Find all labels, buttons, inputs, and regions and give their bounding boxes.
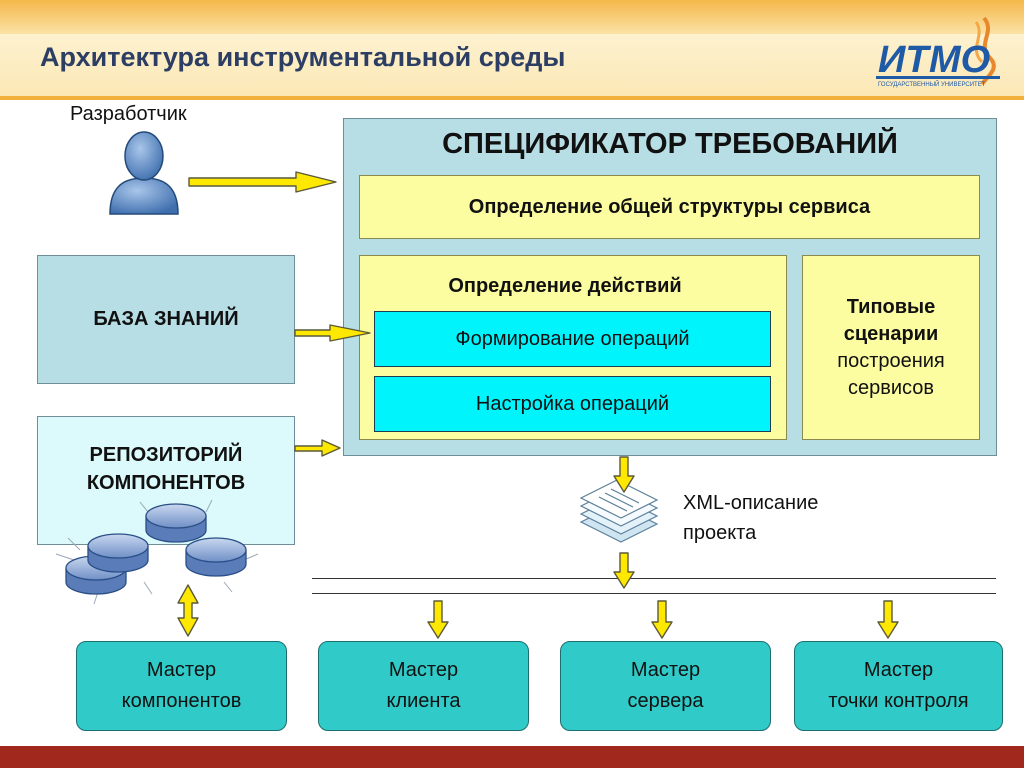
master-control-point-box: Мастер точки контроля bbox=[794, 641, 1003, 731]
logo-subtext: ГОСУДАРСТВЕННЫЙ УНИВЕРСИТЕТ bbox=[878, 80, 986, 88]
arrow-bus-client bbox=[427, 600, 449, 639]
actions-title: Определение действий bbox=[448, 274, 682, 297]
bottom-bar bbox=[0, 746, 1024, 768]
user-icon bbox=[109, 131, 179, 215]
xml-label-line-2: проекта bbox=[683, 522, 757, 544]
master-line-2: клиента bbox=[386, 690, 461, 712]
logo-text: ИТМО bbox=[878, 39, 990, 81]
master-components-box: Мастер компонентов bbox=[76, 641, 287, 731]
itmo-logo: ИТМО ГОСУДАРСТВЕННЫЙ УНИВЕРСИТЕТ bbox=[872, 14, 1007, 90]
spec-title: СПЕЦИФИКАТОР ТРЕБОВАНИЙ bbox=[442, 127, 898, 160]
bus-line-top bbox=[312, 578, 996, 579]
master-line-1: Мастер bbox=[388, 659, 459, 681]
arrow-repository bbox=[294, 439, 341, 457]
form-operations-box: Формирование операций bbox=[374, 311, 771, 367]
arrow-developer bbox=[188, 171, 337, 193]
master-line-1: Мастер bbox=[863, 659, 934, 681]
master-client-box: Мастер клиента bbox=[318, 641, 529, 731]
arrow-xml-to-bus bbox=[613, 552, 635, 589]
structure-box: Определение общей структуры сервиса bbox=[359, 175, 980, 239]
knowledge-base-box: БАЗА ЗНАНИЙ bbox=[37, 255, 295, 384]
xml-label-line-1: XML-описание bbox=[683, 492, 819, 514]
header-top-stripe bbox=[0, 0, 1024, 34]
arrow-bus-server bbox=[651, 600, 673, 639]
repository-line-1: РЕПОЗИТОРИЙ bbox=[89, 443, 243, 466]
master-server-box: Мастер сервера bbox=[560, 641, 771, 731]
database-disks-icon bbox=[55, 499, 259, 605]
developer-label: Разработчик bbox=[70, 103, 187, 125]
scenarios-line-3: построения bbox=[837, 349, 945, 372]
arrow-to-xml bbox=[613, 456, 635, 493]
master-line-2: точки контроля bbox=[828, 690, 969, 712]
tune-operations-box: Настройка операций bbox=[374, 376, 771, 432]
master-line-1: Мастер bbox=[146, 659, 217, 681]
bus-line-bottom bbox=[312, 593, 996, 594]
page-title: Архитектура инструментальной среды bbox=[40, 42, 566, 72]
master-line-1: Мастер bbox=[630, 659, 701, 681]
master-line-2: сервера bbox=[627, 690, 704, 712]
xml-description-label: XML-описание проекта bbox=[683, 488, 818, 548]
scenarios-box: Типовые сценарии построения сервисов bbox=[802, 255, 980, 440]
document-stack-icon bbox=[579, 479, 659, 543]
header-strip bbox=[0, 34, 1024, 96]
scenarios-line-2: сценарии bbox=[843, 322, 939, 345]
arrow-knowledge-base bbox=[294, 324, 371, 342]
arrow-bus-control bbox=[877, 600, 899, 639]
scenarios-line-4: сервисов bbox=[847, 376, 934, 399]
arrow-repo-components bbox=[177, 584, 199, 637]
scenarios-line-1: Типовые bbox=[846, 295, 936, 318]
header-divider bbox=[0, 96, 1024, 100]
repository-line-2: КОМПОНЕНТОВ bbox=[86, 471, 246, 494]
master-line-2: компонентов bbox=[121, 690, 242, 712]
